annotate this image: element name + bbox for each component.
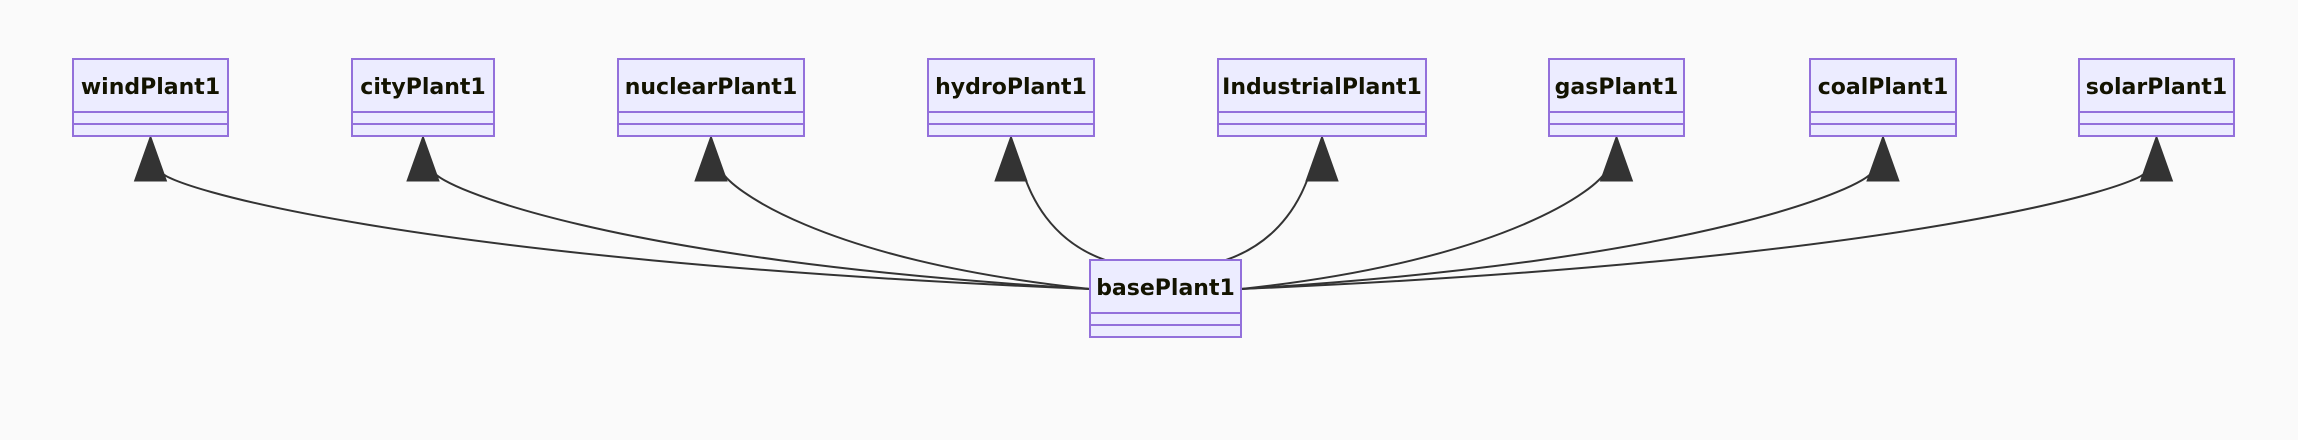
edge-coal-plant-1-to-base — [1240, 172, 1872, 290]
industrial-plant-1-inheritance-arrowhead — [1305, 134, 1339, 182]
gas-plant-1-class-name: gasPlant1 — [1555, 75, 1679, 100]
edge-wind-plant-1-to-base — [161, 172, 1091, 290]
edge-solar-plant-1-to-base — [1240, 172, 2146, 290]
wind-plant-1-class-box: windPlant1 — [72, 58, 229, 137]
industrial-plant-1-class-box: IndustrialPlant1 — [1217, 58, 1427, 137]
base-plant-1-class-name: basePlant1 — [1096, 276, 1235, 301]
solar-plant-1-inheritance-arrowhead — [2139, 134, 2174, 182]
coal-plant-1-inheritance-arrowhead — [1866, 134, 1900, 182]
nuclear-plant-1-class-name: nuclearPlant1 — [625, 75, 798, 100]
city-plant-1-class-box: cityPlant1 — [351, 58, 495, 137]
edge-gas-plant-1-to-base — [1240, 172, 1606, 290]
solar-plant-1-class-name: solarPlant1 — [2086, 75, 2227, 100]
edge-city-plant-1-to-base — [434, 172, 1091, 290]
gas-plant-1-inheritance-arrowhead — [1599, 134, 1634, 182]
coal-plant-1-class-box: coalPlant1 — [1809, 58, 1957, 137]
gas-plant-1-class-box: gasPlant1 — [1548, 58, 1685, 137]
coal-plant-1-class-name: coalPlant1 — [1818, 75, 1949, 100]
edge-nuclear-plant-1-to-base — [722, 172, 1091, 290]
industrial-plant-1-class-name: IndustrialPlant1 — [1222, 75, 1422, 100]
nuclear-plant-1-class-box: nuclearPlant1 — [617, 58, 805, 137]
wind-plant-1-class-name: windPlant1 — [81, 75, 220, 100]
inheritance-edges — [161, 172, 2146, 290]
city-plant-1-class-name: cityPlant1 — [360, 75, 485, 100]
hydro-plant-1-inheritance-arrowhead — [994, 134, 1028, 182]
edge-industrial-plant-1-to-base — [1225, 172, 1311, 261]
class-boxes: windPlant1 cityPlant1 nuclearPlant1 hydroPl… — [72, 58, 2235, 338]
hydro-plant-1-class-name: hydroPlant1 — [935, 75, 1087, 100]
solar-plant-1-class-box: solarPlant1 — [2078, 58, 2235, 137]
hydro-plant-1-class-box: hydroPlant1 — [927, 58, 1095, 137]
base-plant-1-class-box: basePlant1 — [1089, 259, 1242, 338]
city-plant-1-inheritance-arrowhead — [406, 134, 440, 182]
edge-hydro-plant-1-to-base — [1022, 172, 1106, 261]
nuclear-plant-1-inheritance-arrowhead — [694, 134, 728, 182]
inheritance-arrowheads — [133, 134, 2174, 182]
wind-plant-1-inheritance-arrowhead — [133, 134, 168, 182]
